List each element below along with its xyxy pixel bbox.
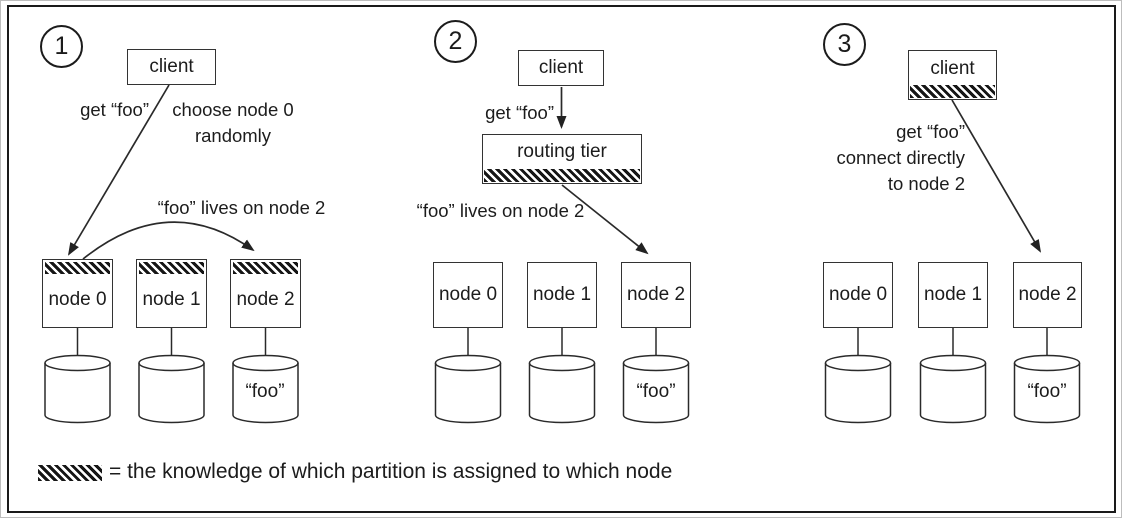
node-label: node 2 bbox=[626, 284, 686, 305]
panel-1-number-badge: 1 bbox=[40, 25, 83, 68]
partition-knowledge-hatch bbox=[233, 262, 298, 274]
panel-3-connect-label: get “foo” connect directly to node 2 bbox=[821, 119, 965, 197]
arrow-client-to-node2 bbox=[951, 99, 1042, 253]
panel-3-number-badge: 3 bbox=[823, 23, 866, 66]
node-label: node 1 bbox=[923, 284, 983, 305]
panel-2-number-badge: 2 bbox=[434, 20, 477, 63]
client-label: client bbox=[538, 57, 584, 78]
panel-1-get-foo-label: get “foo” bbox=[80, 99, 149, 120]
node-label: node 2 bbox=[1018, 284, 1077, 305]
connect-line3: to node 2 bbox=[887, 173, 965, 194]
choose-node-line1: choose node 0 bbox=[172, 99, 294, 120]
arrow-client-to-node0 bbox=[67, 84, 170, 256]
routing-tier-label: routing tier bbox=[517, 141, 607, 162]
node-label: node 2 bbox=[236, 288, 295, 310]
legend-hatch-swatch-icon bbox=[38, 465, 102, 481]
panel-number: 3 bbox=[837, 30, 852, 58]
panel-3-node2-box: node 2 bbox=[1013, 262, 1082, 328]
client-label: client bbox=[930, 57, 975, 79]
panel-1-foo-lives-label: “foo” lives on node 2 bbox=[157, 197, 326, 218]
db-cylinder bbox=[138, 354, 205, 424]
panel-2-node1-box: node 1 bbox=[527, 262, 597, 328]
panel-3-node1-box: node 1 bbox=[918, 262, 988, 328]
node-label: node 1 bbox=[532, 284, 592, 305]
panel-1-db-foo-value: “foo” bbox=[245, 381, 285, 402]
db-cylinder bbox=[528, 354, 596, 424]
panel-3-node0-box: node 0 bbox=[823, 262, 893, 328]
db-cylinder bbox=[622, 354, 690, 424]
arrow-node0-to-node2-curve bbox=[82, 221, 255, 260]
db-cylinder bbox=[1013, 354, 1081, 424]
panel-2-client-box: client bbox=[518, 50, 604, 86]
db-cylinder bbox=[824, 354, 892, 424]
partition-knowledge-hatch bbox=[484, 169, 640, 182]
panel-2-node2-box: node 2 bbox=[621, 262, 691, 328]
panel-2-db-foo-value: “foo” bbox=[636, 381, 676, 402]
panel-2-get-foo-label: get “foo” bbox=[485, 102, 554, 123]
panel-2-foo-lives-label: “foo” lives on node 2 bbox=[416, 200, 585, 221]
panel-3-db-foo-value: “foo” bbox=[1027, 381, 1067, 402]
panel-1-node2-box: node 2 bbox=[230, 259, 301, 328]
partition-knowledge-hatch bbox=[910, 85, 995, 98]
legend-text: = the knowledge of which partition is as… bbox=[109, 460, 673, 483]
connect-line2: connect directly bbox=[836, 147, 965, 168]
arrow-router-to-node2 bbox=[561, 184, 649, 255]
db-cylinder bbox=[919, 354, 987, 424]
partition-knowledge-hatch bbox=[45, 262, 110, 274]
node-label: node 1 bbox=[142, 288, 201, 310]
db-cylinder bbox=[232, 354, 299, 424]
node-label: node 0 bbox=[438, 284, 498, 305]
panel-number: 1 bbox=[54, 32, 69, 60]
node-label: node 0 bbox=[828, 284, 888, 305]
panel-number: 2 bbox=[448, 27, 463, 55]
client-label: client bbox=[149, 56, 194, 77]
node-label: node 0 bbox=[48, 288, 107, 310]
db-cylinder bbox=[44, 354, 111, 424]
panel-1-node0-box: node 0 bbox=[42, 259, 113, 328]
choose-node-line2: randomly bbox=[194, 125, 272, 146]
panel-2-routing-tier-box: routing tier bbox=[482, 134, 642, 184]
partition-knowledge-hatch bbox=[139, 262, 204, 274]
db-cylinder bbox=[434, 354, 502, 424]
panel-3-client-box: client bbox=[908, 50, 997, 100]
panel-1-choose-node-label: choose node 0 randomly bbox=[164, 97, 302, 149]
connect-line1: get “foo” bbox=[896, 121, 965, 142]
panel-1-node1-box: node 1 bbox=[136, 259, 207, 328]
panel-1-client-box: client bbox=[127, 49, 216, 85]
panel-2-node0-box: node 0 bbox=[433, 262, 503, 328]
